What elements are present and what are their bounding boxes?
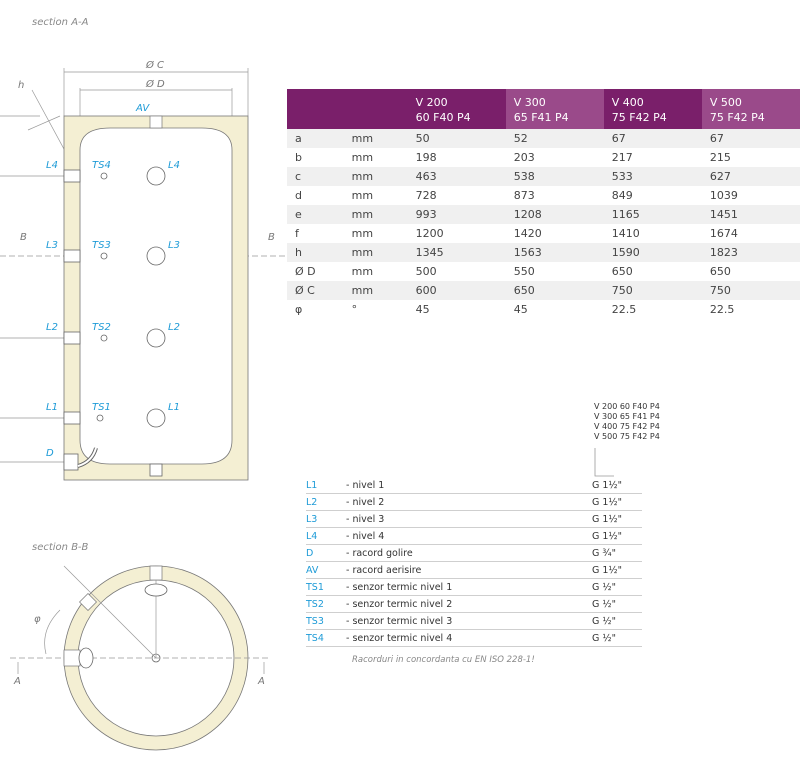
- label-b-left: B: [20, 232, 27, 243]
- label-ts4: TS4: [92, 160, 111, 171]
- header-blank-1: [287, 89, 344, 129]
- label-a-left: A: [13, 676, 21, 687]
- label-h: h: [18, 80, 24, 91]
- tank-body: [79, 127, 233, 465]
- section-bb-title: section B-B: [32, 542, 89, 553]
- header-blank-2: [343, 89, 408, 129]
- label-b-right: B: [268, 232, 275, 243]
- label-l3-left: L3: [46, 240, 58, 251]
- models-bracket: [594, 448, 614, 477]
- label-ts1: TS1: [92, 402, 111, 413]
- label-ts2: TS2: [92, 322, 111, 333]
- label-a-right: A: [257, 676, 265, 687]
- label-l1-left: L1: [46, 402, 58, 413]
- model-name: V 400 75 F42 P4: [594, 422, 660, 431]
- model-name: V 300 65 F41 P4: [594, 412, 660, 421]
- label-l2-left: L2: [46, 322, 58, 333]
- label-phi: φ: [34, 614, 41, 625]
- label-od: Ø D: [145, 78, 165, 90]
- label-l4-right: L4: [168, 160, 180, 171]
- label-oc: Ø C: [145, 59, 164, 71]
- label-l4-left: L4: [46, 160, 58, 171]
- section-aa-title: section A-A: [32, 17, 89, 28]
- section-aa-drawing: AV L4 TS4 L4 L3 TS3 L3 L2 TS2 L2 L1 TS1 …: [0, 59, 290, 481]
- label-av: AV: [135, 103, 150, 114]
- label-l1-right: L1: [168, 402, 180, 413]
- standards-note: Racorduri in concordanta cu EN ISO 228-1…: [352, 655, 535, 665]
- model-name: V 500 75 F42 P4: [594, 432, 660, 441]
- model-name: V 200 60 F40 P4: [594, 402, 660, 411]
- label-l3-right: L3: [168, 240, 180, 251]
- models-list: V 200 60 F40 P4 V 300 65 F41 P4 V 400 75…: [594, 402, 660, 442]
- label-ts3: TS3: [92, 240, 111, 251]
- section-bb-drawing: φ A A: [10, 565, 270, 751]
- label-l2-right: L2: [168, 322, 180, 333]
- label-d: D: [46, 448, 54, 459]
